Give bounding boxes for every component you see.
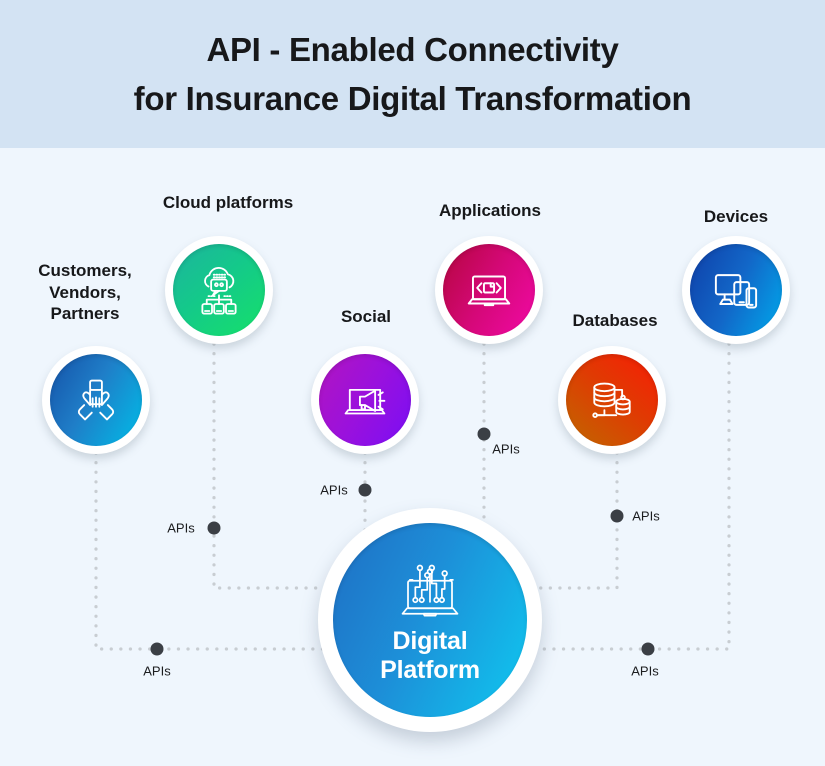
node-label-social: Social	[340, 307, 392, 326]
wire-customers	[94, 451, 332, 651]
joined-hands-icon	[77, 379, 115, 421]
api-dot-applications[interactable]	[477, 427, 491, 441]
orb-applications[interactable]	[435, 236, 543, 344]
digital-platform-content: Digital Platform	[380, 556, 480, 685]
orb-fill-applications	[443, 244, 535, 336]
database-network-icon	[592, 382, 631, 418]
api-label-cloud: APIs	[167, 520, 195, 536]
node-label-cloud-platforms: Cloud platforms	[162, 193, 294, 212]
laptop-code-icon	[467, 275, 511, 307]
node-label-applications: Applications	[438, 201, 541, 220]
api-dot-databases[interactable]	[610, 509, 624, 523]
orb-fill-cloud-platforms	[173, 244, 265, 336]
orb-social[interactable]	[311, 346, 419, 454]
orb-customers[interactable]	[42, 346, 150, 454]
multi-device-icon	[714, 274, 758, 309]
page-title-line-1: API - Enabled Connectivity	[206, 31, 619, 68]
orb-cloud-platforms[interactable]	[165, 236, 273, 344]
api-dot-customers[interactable]	[150, 642, 164, 656]
connector-wires	[94, 342, 731, 651]
api-label-social: APIs	[320, 482, 348, 498]
laptop-circuit-icon	[401, 564, 459, 616]
node-label-databases: Databases	[572, 311, 658, 330]
orb-fill-digital-platform: Digital Platform	[333, 523, 527, 717]
orb-digital-platform[interactable]: Digital Platform	[318, 508, 542, 732]
api-label-applications: APIs	[492, 441, 520, 457]
orb-devices[interactable]	[682, 236, 790, 344]
api-dot-devices[interactable]	[641, 642, 655, 656]
header-banner: API - Enabled Connectivity for Insurance…	[0, 0, 825, 148]
orb-fill-customers	[50, 354, 142, 446]
api-dot-social[interactable]	[358, 483, 372, 497]
diagram-canvas: Customers, Vendors, Partners Cloud platf…	[0, 148, 825, 766]
api-label-databases: APIs	[632, 508, 660, 524]
api-label-customers: APIs	[143, 663, 171, 679]
laptop-megaphone-icon	[344, 388, 386, 415]
digital-platform-label: Digital Platform	[380, 626, 480, 684]
node-label-devices: Devices	[703, 207, 769, 226]
cloud-network-icon	[201, 266, 237, 315]
api-dot-cloud[interactable]	[207, 521, 221, 535]
node-label-customers: Customers, Vendors, Partners	[38, 261, 132, 323]
orb-fill-devices	[690, 244, 782, 336]
page-title-line-2: for Insurance Digital Transformation	[133, 80, 692, 117]
wire-databases	[503, 451, 619, 590]
orb-databases[interactable]	[558, 346, 666, 454]
orb-fill-social	[319, 354, 411, 446]
api-label-devices: APIs	[631, 663, 659, 679]
orb-fill-databases	[566, 354, 658, 446]
